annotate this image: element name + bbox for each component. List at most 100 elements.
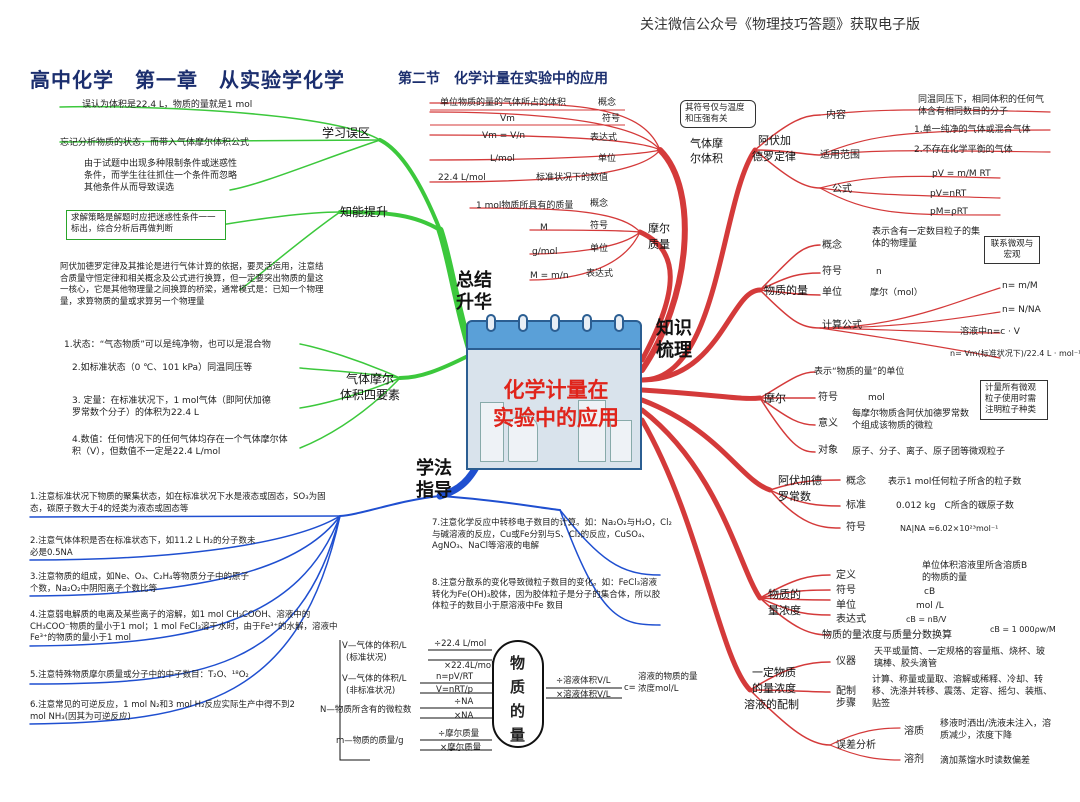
method-item: 1.注意标准状况下物质的聚集状态，如在标准状况下水是液态或固态，SO₃为固态，碳… xyxy=(30,492,326,514)
gas-row-right: 标准状况下的数值 xyxy=(536,173,609,183)
flow-r1-left2: (标准状况) xyxy=(346,653,387,663)
avogadro-constant-concept: 表示1 mol任何粒子所含的粒子数 xyxy=(888,477,1022,487)
flow-c-eq: c= xyxy=(624,683,636,693)
amount-formula: n= N/NA xyxy=(1002,305,1041,315)
branch-summary-l2: 升华 xyxy=(456,292,492,313)
avogadro-constant-standard: 0.012 kg C所含的碳原子数 xyxy=(896,501,1014,511)
gas-row-left: L/mol xyxy=(490,154,515,164)
page-title: 高中化学 第一章 从实验学化学 xyxy=(30,68,345,92)
flow-right-b: ×溶液体积V/L xyxy=(556,690,611,700)
calendar-ring xyxy=(518,314,528,332)
avogadro-constant-label-l1: 阿伏加德 xyxy=(778,474,822,487)
concentration-def-label: 定义 xyxy=(836,570,856,581)
concentration-conv-label: 物质的量浓度与质量分数换算 xyxy=(822,630,952,641)
flask-icon xyxy=(480,402,504,462)
amount-formula: n= Vm(标准状况下)/22.4 L · mol⁻¹ xyxy=(950,349,1080,358)
amount-symbol-label: 符号 xyxy=(822,266,842,277)
prep-instruments: 天平或量筒、一定规格的容量瓶、烧杯、玻璃棒、胶头滴管 xyxy=(874,647,1046,669)
avogadro-scope-item: 1.单一纯净的气体或混合气体 xyxy=(914,125,1031,135)
flow-center-char: 量 xyxy=(510,726,526,744)
mole-meaning-label: 意义 xyxy=(818,418,838,429)
branch-method-l2: 指导 xyxy=(416,480,452,501)
flow-r4-left: m—物质的质量/g xyxy=(336,736,404,746)
flow-center-char: 物 xyxy=(510,654,526,672)
avogadro-formula: pV=nRT xyxy=(930,189,967,199)
mole-label: 摩尔 xyxy=(764,392,786,405)
avogadro-constant-concept-label: 概念 xyxy=(846,476,866,487)
mole-symbol-label: 符号 xyxy=(818,392,838,403)
concentration-label-l2: 量浓度 xyxy=(768,604,801,617)
method-item: 6.注意常见的可逆反应，1 mol N₂和3 mol H₂反应实际生产中得不到2… xyxy=(30,700,295,722)
prep-solute: 移液时洒出/洗液未注入，溶质减少，浓度下降 xyxy=(940,719,1052,741)
element-item: 3. 定量：在标准状况下，1 mol气体（即阿伏加德罗常数个分子）的体积为22.… xyxy=(72,396,271,418)
molar-mass-row-left: 1 mol物质所具有的质量 xyxy=(476,201,574,211)
concentration-symbol-label: 符号 xyxy=(836,585,856,596)
flow-r2-left: V—气体的体积/L xyxy=(342,674,407,684)
molar-mass-label-l2: 质量 xyxy=(648,238,670,251)
element-item: 2.如标准状态（0 ℃、101 kPa）同温同压等 xyxy=(72,363,253,373)
molar-mass-row-right: 概念 xyxy=(590,199,609,209)
ability-text: 阿伏加德罗定律及其推论是进行气体计算的依据，要灵活运用，注意结合质量守恒定律和相… xyxy=(60,262,324,307)
gas-row-left: 22.4 L/mol xyxy=(438,173,486,183)
flow-center-box xyxy=(492,640,544,748)
method-item: 5.注意特殊物质摩尔质量或分子中的中子数目：T₂O、¹⁸O₂ xyxy=(30,670,249,680)
avogadro-law-label-l2: 德罗定律 xyxy=(752,150,796,163)
flask-icon xyxy=(508,416,538,462)
avogadro-content-label: 内容 xyxy=(826,110,846,121)
gas-row-right: 概念 xyxy=(598,98,617,108)
amount-unit: 摩尔（mol） xyxy=(870,288,923,298)
concentration-symbol: cB xyxy=(924,587,936,597)
prep-steps: 计算、称量或量取、溶解或稀释、冷却、转移、洗涤并转移、震荡、定容、摇匀、装瓶、贴… xyxy=(872,675,1053,709)
flow-center-char: 的 xyxy=(510,702,526,720)
amount-symbol: n xyxy=(876,267,882,277)
method-item: 4.注意弱电解质的电离及某些离子的溶解，如1 mol CH₃COOH、溶液中的C… xyxy=(30,610,338,643)
prep-label-l2: 的量浓度 xyxy=(752,682,796,695)
avogadro-constant-symbol: NA|NA ≈6.02×10²³mol⁻¹ xyxy=(900,524,999,533)
flow-r4-b: ×摩尔质量 xyxy=(440,743,482,753)
flow-r1-a: ÷22.4 L/mol xyxy=(434,639,487,649)
avogadro-formula-label: 公式 xyxy=(832,184,852,195)
avogadro-formula: pM=ρRT xyxy=(930,207,968,217)
amount-unit-label: 单位 xyxy=(822,287,842,298)
calendar-ring xyxy=(486,314,496,332)
flow-r3-b: ×NA xyxy=(454,711,474,721)
mole-desc: 表示“物质的量”的单位 xyxy=(814,367,905,377)
center-title-line2: 实验中的应用 xyxy=(493,406,619,430)
method-item: 3.注意物质的组成，如Ne、O₃、C₂H₄等物质分子中的原子个数，Na₂O₂中阴… xyxy=(30,572,249,594)
method-item: 7.注意化学反应中转移电子数目的计算。如：Na₂O₂与H₂O，Cl₂与碱溶液的反… xyxy=(432,518,672,551)
avogadro-content: 同温同压下，相同体积的任何气体含有相同数目的分子 xyxy=(918,95,1045,117)
molar-mass-label-l1: 摩尔 xyxy=(648,222,670,235)
flow-r2-left2: (非标准状况) xyxy=(346,686,396,696)
center-title-line1: 化学计量在 xyxy=(503,378,609,402)
molar-mass-row-left: g/mol xyxy=(532,247,558,257)
flow-r3-a: ÷NA xyxy=(454,697,474,707)
gas-row-left: 单位物质的量的气体所占的体积 xyxy=(440,98,567,108)
page-header: 关注微信公众号《物理技巧答题》获取电子版 xyxy=(640,17,920,33)
method-item: 8.注意分散系的变化导致微粒子数目的变化。如：FeCl₃溶液转化为Fe(OH)₃… xyxy=(432,578,661,611)
mistake-item: 误认为体积是22.4 L，物质的量就是1 mol xyxy=(82,100,253,110)
method-item: 2.注意气体体积是否在标准状态下，如11.2 L H₂的分子数未必是0.5NA xyxy=(30,536,256,558)
gas-row-left: Vm xyxy=(500,114,515,124)
concentration-expr-label: 表达式 xyxy=(836,614,866,625)
prep-solvent-label: 溶剂 xyxy=(904,754,924,765)
gas-volume-note: 其符号仅与温度和压强有关 xyxy=(680,100,756,128)
prep-solute-label: 溶质 xyxy=(904,726,924,737)
amount-note: 联系微观与宏观 xyxy=(984,236,1040,264)
gas-row-left: Vm = V/n xyxy=(482,131,526,141)
prep-instruments-label: 仪器 xyxy=(836,656,856,667)
calendar-ring xyxy=(550,314,560,332)
ability-strategy-box: 求解策略是解题时应把迷惑性条件一一标出，综合分析后再做判断 xyxy=(66,210,226,240)
concentration-unit: mol /L xyxy=(916,601,944,611)
mole-symbol: mol xyxy=(868,393,885,403)
flow-r2-b: V=nRT/p xyxy=(436,685,474,695)
mole-object: 原子、分子、离子、原子团等微观粒子 xyxy=(852,447,1006,457)
learning-mistakes-label: 学习误区 xyxy=(322,126,371,140)
branch-knowledge-l1: 知识 xyxy=(656,318,692,339)
flow-center-char: 质 xyxy=(510,678,526,696)
elements-label-l1: 气体摩尔 xyxy=(346,372,395,386)
gas-row-right: 单位 xyxy=(598,154,617,164)
concentration-label-l1: 物质的 xyxy=(768,588,801,601)
amount-concept-label: 概念 xyxy=(822,240,842,251)
molar-mass-row-right: 表达式 xyxy=(586,269,614,279)
